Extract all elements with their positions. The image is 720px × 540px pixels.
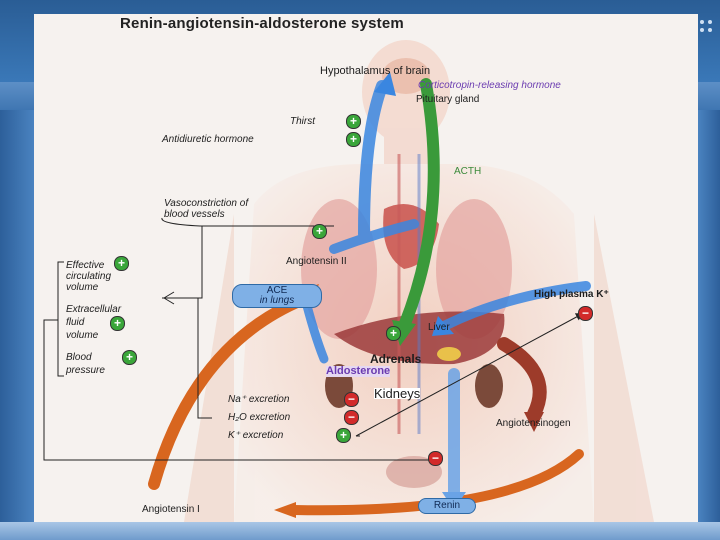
slide-footer-band — [0, 522, 720, 540]
label-blood-pressure-line1: Blood — [66, 352, 92, 363]
label-vasoconstriction-line2: blood vessels — [164, 209, 225, 220]
plus-badge-effective-volume: + — [114, 256, 129, 271]
plus-badge-thirst: + — [346, 114, 361, 129]
label-effective-line3: volume — [66, 282, 99, 293]
label-blood-pressure-line2: pressure — [66, 365, 105, 376]
label-high-plasma-k: High plasma K⁺ — [534, 289, 609, 300]
blue-arrows — [299, 80, 591, 500]
label-effective-line1: Effective — [66, 260, 105, 271]
minus-badge-h2o: − — [344, 410, 359, 425]
feedback-lines — [43, 217, 584, 461]
slide-right-margin — [698, 110, 720, 522]
label-angiotensin-ii: Angiotensin II — [286, 256, 347, 267]
diagram-artwork — [43, 40, 654, 522]
label-pituitary: Pituitary gland — [416, 94, 480, 105]
label-h2o-excretion: H₂O excretion — [228, 412, 291, 423]
label-ace: ACE — [266, 285, 288, 296]
label-thirst: Thirst — [290, 116, 315, 127]
label-crh: Corticotropin-releasing hormone — [418, 80, 561, 91]
renin-pill: Renin — [418, 498, 476, 514]
plus-badge-k-excretion: + — [336, 428, 351, 443]
label-kidneys: Kidneys — [374, 386, 421, 401]
label-effective-line2: circulating — [66, 271, 112, 282]
orange-arrows — [148, 293, 584, 516]
label-liver: Liver — [428, 322, 450, 333]
orange-arrowhead-3 — [524, 412, 544, 432]
label-k-excretion: K⁺ excretion — [228, 430, 284, 441]
label-extracellular-line1: Extracellular — [66, 304, 122, 315]
label-adrenals: Adrenals — [370, 352, 422, 366]
label-adh: Antidiuretic hormone — [162, 134, 254, 145]
label-extracellular-line2: fluid — [66, 317, 85, 328]
minus-badge-na: − — [344, 392, 359, 407]
label-acth: ACTH — [454, 166, 482, 177]
label-vasoconstriction-line1: Vasoconstriction of — [164, 198, 249, 209]
plus-badge-vasoconstriction: + — [312, 224, 327, 239]
minus-badge-renin-feedback: − — [428, 451, 443, 466]
label-angiotensin-i: Angiotensin I — [142, 504, 200, 515]
label-na-excretion: Na⁺ excretion — [228, 394, 290, 405]
raas-diagram: Renin-angiotensin-aldosterone system Hyp… — [34, 14, 698, 522]
slide-left-margin — [0, 110, 34, 522]
ace-in-lungs-pill: ACE in lungs — [232, 284, 322, 308]
label-extracellular-line3: volume — [66, 330, 99, 341]
label-ace-in-lungs: in lungs — [259, 295, 295, 306]
label-aldosterone: Aldosterone — [326, 365, 391, 377]
plus-badge-blood-pressure: + — [122, 350, 137, 365]
minus-badge-high-k: − — [578, 306, 593, 321]
plus-badge-adh: + — [346, 132, 361, 147]
label-hypothalamus: Hypothalamus of brain — [320, 65, 431, 77]
plus-badge-acth-adrenals: + — [386, 326, 401, 341]
orange-arrowhead-2 — [274, 502, 296, 518]
acth-arrow — [398, 78, 440, 332]
label-angiotensinogen: Angiotensinogen — [496, 418, 571, 429]
plus-badge-extracellular: + — [110, 316, 125, 331]
diagram-title: Renin-angiotensin-aldosterone system — [120, 15, 404, 32]
